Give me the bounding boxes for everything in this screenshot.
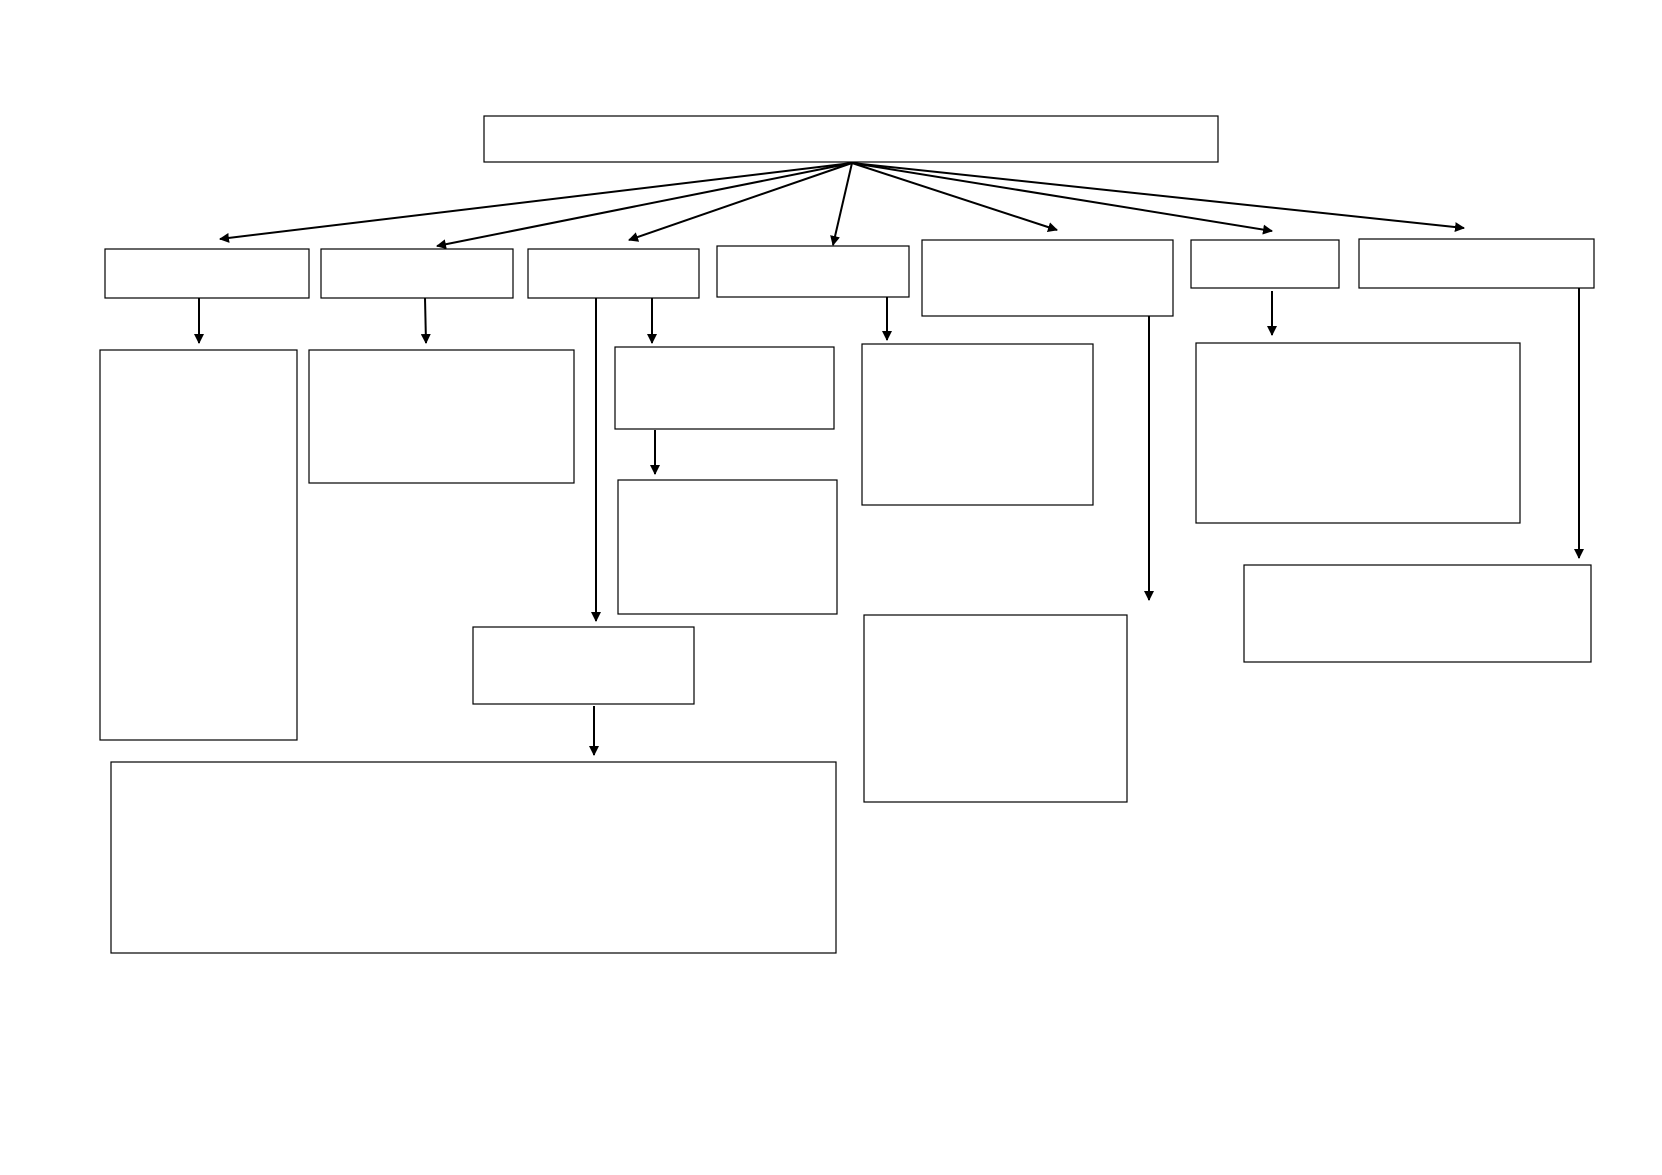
box-c4-detail-frame <box>861 343 1094 506</box>
box-c5 <box>921 239 1174 317</box>
box-c1-detail <box>99 349 298 741</box>
box-c2-detail-frame <box>308 349 575 484</box>
box-c4-detail <box>861 343 1094 506</box>
connector-layer <box>194 162 1584 756</box>
arrow-root-to-c7 <box>851 162 1465 233</box>
box-c7-detail <box>1243 564 1592 663</box>
box-c7 <box>1358 238 1595 289</box>
arrow-root-to-c5 <box>851 162 1058 232</box>
arrow-root-to-c4 <box>830 162 853 246</box>
arrow-root-to-c6 <box>851 162 1273 235</box>
arrow-root-to-c2 <box>436 162 853 250</box>
box-c6 <box>1190 239 1340 289</box>
arrow-root-to-c3 <box>628 162 853 242</box>
arrow-root-to-c1 <box>219 162 853 243</box>
box-root-frame <box>483 115 1219 163</box>
box-c3-detail-frame <box>110 761 837 954</box>
box-c6-detail-frame <box>1195 342 1521 524</box>
box-c5-frame <box>921 239 1174 317</box>
box-c5-detail-frame <box>863 614 1128 803</box>
box-c3-sub3-frame <box>472 626 695 705</box>
box-c3-detail <box>110 761 837 954</box>
box-layer <box>99 115 1595 954</box>
box-c2-frame <box>320 248 514 299</box>
box-c6-frame <box>1190 239 1340 289</box>
box-c2-detail <box>308 349 575 484</box>
box-c4-frame <box>716 245 910 298</box>
box-c5-detail <box>863 614 1128 803</box>
box-c1-detail-frame <box>99 349 298 741</box>
arrow-c2-to-c2-detail <box>420 297 431 344</box>
box-c1-frame <box>104 248 310 299</box>
box-c7-detail-frame <box>1243 564 1592 663</box>
box-c3-sub2-frame <box>617 479 838 615</box>
box-c3-frame <box>527 248 700 299</box>
box-c3-sub1-frame <box>614 346 835 430</box>
box-c3 <box>527 248 700 299</box>
box-c1 <box>104 248 310 299</box>
box-c3-sub2 <box>617 479 838 615</box>
box-c3-sub1 <box>614 346 835 430</box>
box-c2 <box>320 248 514 299</box>
box-c7-frame <box>1358 238 1595 289</box>
box-c3-sub3 <box>472 626 695 705</box>
box-root <box>483 115 1219 163</box>
box-c6-detail <box>1195 342 1521 524</box>
box-c4 <box>716 245 910 298</box>
